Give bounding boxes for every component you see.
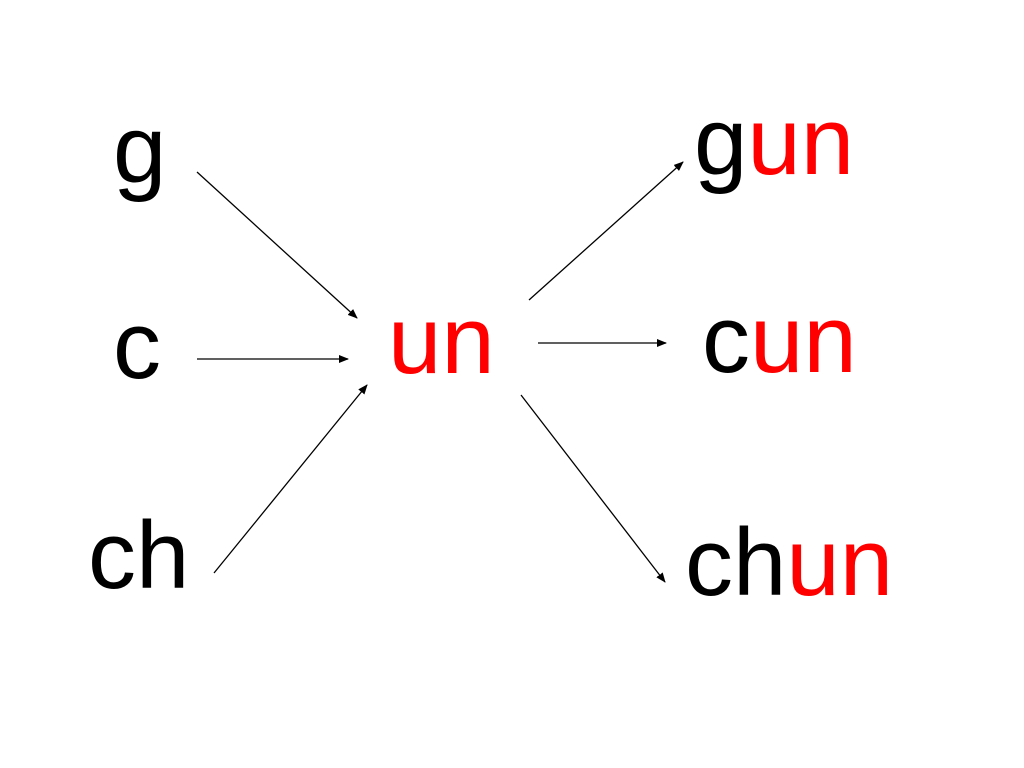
initial-g: g (113, 96, 167, 203)
arrow-un-to-chun (520, 394, 666, 583)
initial-c: c (113, 292, 161, 399)
result-gun: gun (694, 94, 854, 190)
result-gun-final: un (747, 88, 855, 195)
initial-ch: ch (88, 502, 190, 609)
arrow-g-to-un (196, 171, 358, 319)
result-gun-initial: g (694, 88, 748, 195)
center-final-un: un (388, 287, 495, 394)
result-cun: cun (702, 292, 857, 388)
result-chun: chun (685, 515, 893, 611)
arrow-ch-to-un (213, 384, 368, 574)
result-cun-initial: c (702, 286, 750, 393)
arrow-un-to-gun (528, 161, 684, 301)
result-cun-final: un (750, 286, 857, 393)
result-chun-final: un (786, 509, 894, 616)
result-chun-initial: ch (685, 509, 787, 616)
